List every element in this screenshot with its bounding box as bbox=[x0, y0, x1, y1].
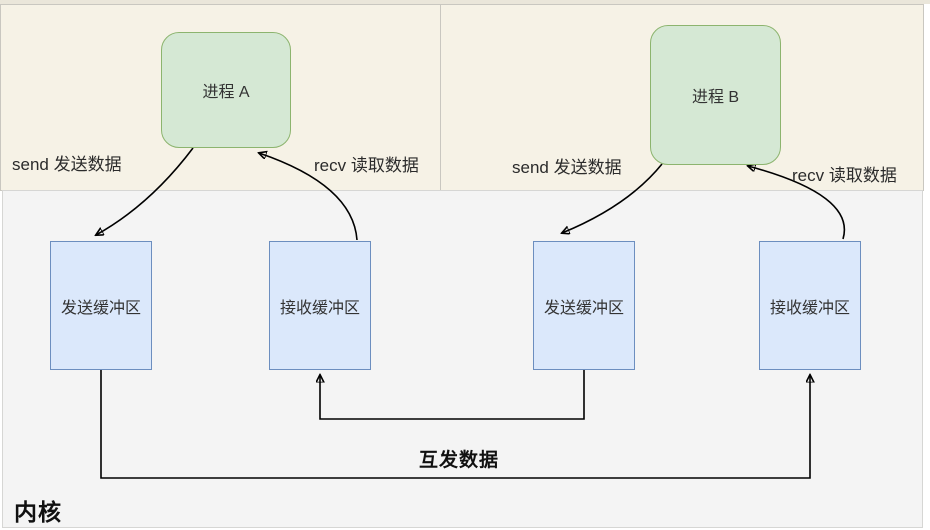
recv-buffer-b-label: 接收缓冲区 bbox=[769, 299, 850, 317]
top-edge-strip bbox=[0, 0, 930, 4]
mutual-transfer-label: 互发数据 bbox=[419, 450, 500, 471]
send-buffer-b-label: 发送缓冲区 bbox=[543, 299, 624, 317]
send-buffer-b-node: 发送缓冲区 bbox=[533, 241, 635, 370]
recv-label-a: recv 读取数据 bbox=[314, 156, 419, 175]
process-b-node: 进程 B bbox=[650, 25, 781, 165]
send-buffer-a-node: 发送缓冲区 bbox=[50, 241, 152, 370]
recv-buffer-b-node: 接收缓冲区 bbox=[759, 241, 861, 370]
process-a-node: 进程 A bbox=[161, 32, 291, 148]
send-label-a: send 发送数据 bbox=[12, 155, 122, 174]
send-label-b: send 发送数据 bbox=[512, 158, 622, 177]
process-b-label: 进程 B bbox=[691, 89, 740, 106]
recv-buffer-a-label: 接收缓冲区 bbox=[279, 299, 360, 317]
kernel-region-label: 内核 bbox=[14, 499, 62, 525]
recv-label-b: recv 读取数据 bbox=[792, 166, 897, 185]
recv-buffer-a-node: 接收缓冲区 bbox=[269, 241, 371, 370]
process-a-label: 进程 A bbox=[202, 84, 250, 101]
send-buffer-a-label: 发送缓冲区 bbox=[60, 299, 141, 317]
